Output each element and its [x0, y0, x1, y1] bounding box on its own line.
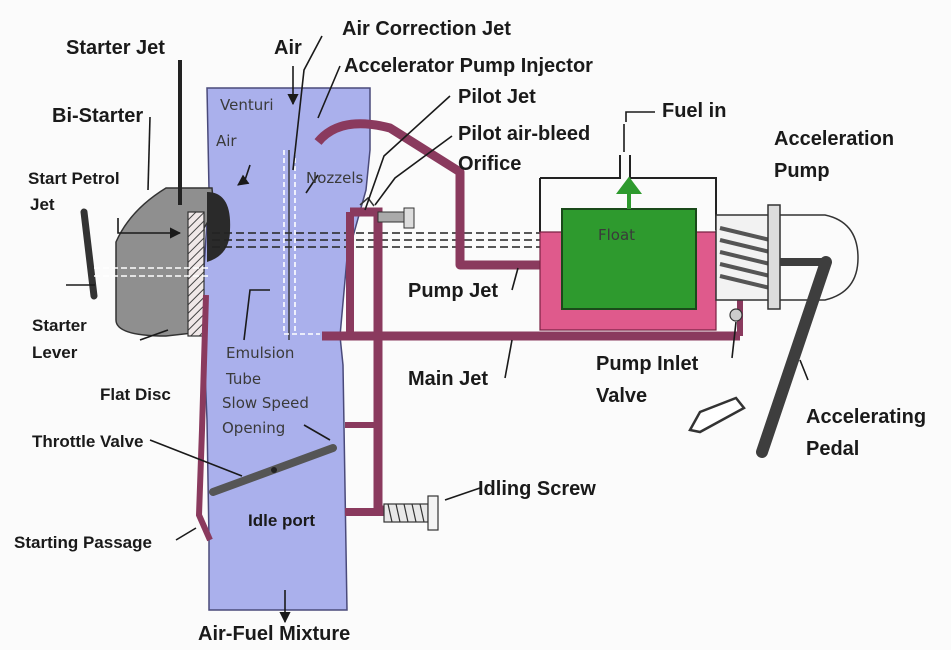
label-air: Air — [274, 37, 302, 59]
label-starter-jet: Starter Jet — [66, 37, 165, 59]
label-slow-speed: Slow Speed — [222, 394, 309, 412]
starter-inner — [207, 192, 231, 262]
label-accelerator-pump-injector: Accelerator Pump Injector — [344, 55, 593, 77]
label-idling-screw: Idling Screw — [478, 478, 596, 500]
label-bi-starter: Bi-Starter — [52, 105, 143, 127]
label-emulsion: Emulsion — [226, 344, 294, 362]
label-starter: Starter — [32, 316, 87, 335]
starting-passage-shape — [195, 294, 213, 542]
label-air-correction-jet: Air Correction Jet — [342, 18, 511, 40]
label-pilot-air-bleed: Pilot air-bleed — [458, 123, 590, 145]
label-pilot-jet: Pilot Jet — [458, 86, 536, 108]
label-opening: Opening — [222, 419, 285, 437]
pedal-arm — [756, 256, 832, 458]
label-acceleration: Acceleration — [774, 128, 894, 150]
label-nozzels: Nozzels — [306, 169, 364, 187]
label-orifice: Orifice — [458, 153, 521, 175]
label-tube: Tube — [225, 370, 261, 388]
pedal-pad — [688, 396, 746, 434]
label-venturi: Venturi — [220, 96, 274, 114]
label-idle-port: Idle port — [248, 511, 315, 530]
float-shape — [561, 208, 697, 310]
label-start-petrol-jet: Jet — [30, 195, 55, 214]
label-valve: Valve — [596, 385, 647, 407]
label-venturi-air: Air — [216, 132, 237, 150]
label-fuel-in: Fuel in — [662, 100, 726, 122]
label-main-jet: Main Jet — [408, 368, 488, 390]
label-pedal: Pedal — [806, 438, 859, 460]
pump-jet-passage — [314, 119, 545, 270]
label-air-fuel-mixture: Air-Fuel Mixture — [198, 623, 350, 645]
label-pump-jet: Pump Jet — [408, 280, 498, 302]
label-accelerating: Accelerating — [806, 406, 926, 428]
flat-disc-shape — [187, 211, 205, 337]
label-pump-inlet: Pump Inlet — [596, 353, 699, 375]
label-float: Float — [598, 226, 635, 244]
label-pump: Pump — [774, 160, 830, 182]
label-starting-passage: Starting Passage — [14, 533, 152, 552]
label-flat-disc: Flat Disc — [100, 385, 171, 404]
float-bowl-outline — [540, 155, 717, 230]
label-start-petrol: Start Petrol — [28, 169, 120, 188]
label-throttle-valve: Throttle Valve — [32, 432, 143, 451]
label-lever: Lever — [32, 343, 78, 362]
starter-lever-shape — [80, 208, 98, 300]
